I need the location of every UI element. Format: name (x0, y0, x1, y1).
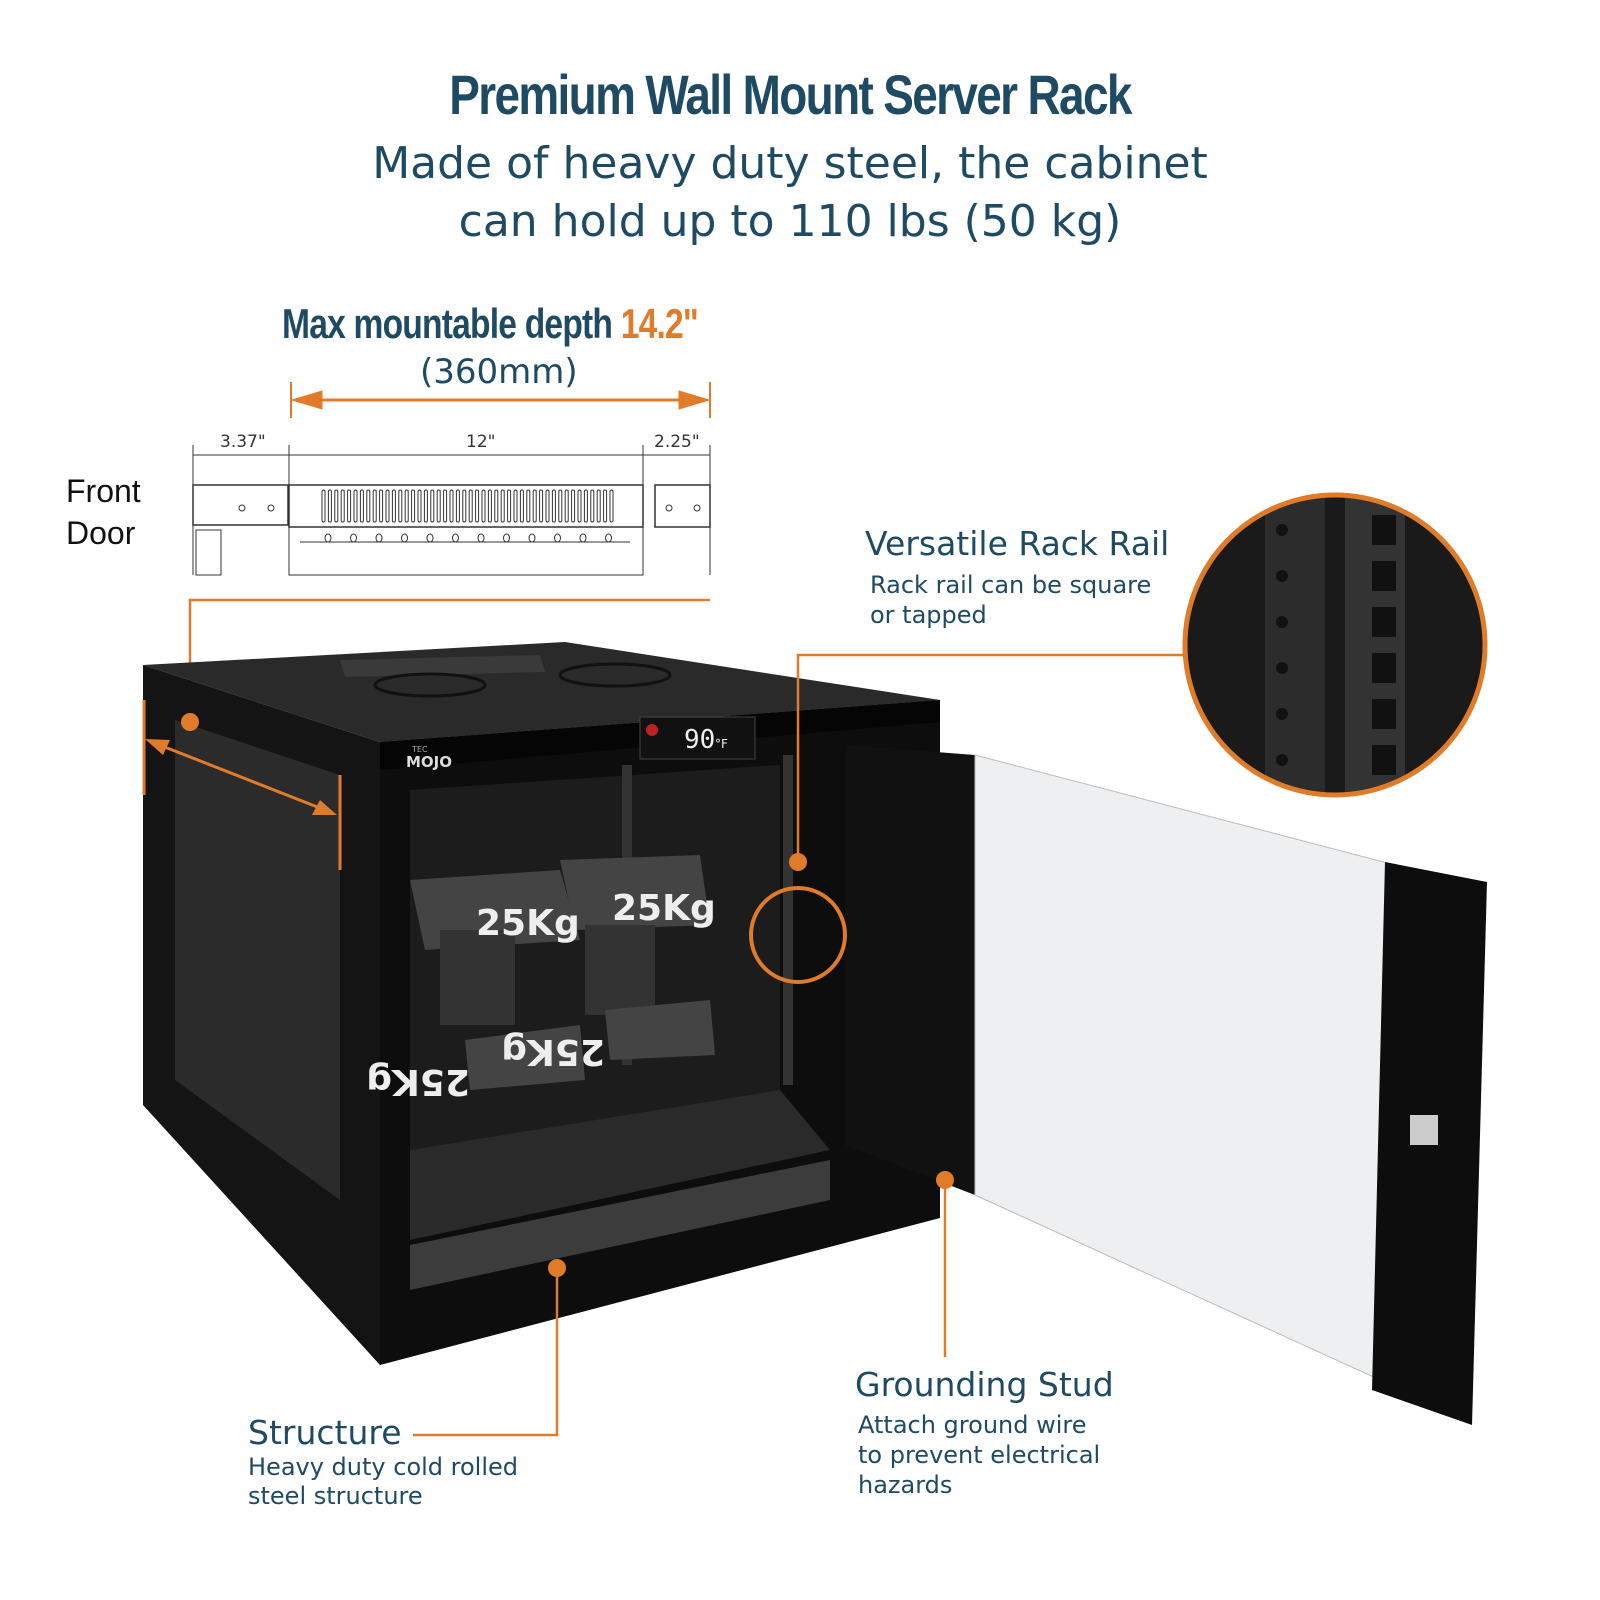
rail-callout-text-2: or tapped (870, 601, 987, 629)
rail-callout-title: Versatile Rack Rail (865, 524, 1170, 563)
weight-label: 25Kg (612, 888, 716, 929)
subtitle-line-2: can hold up to 110 lbs (50 kg) (458, 196, 1122, 247)
dim-middle: 12" (466, 432, 496, 452)
brand-top: TEC (411, 745, 428, 754)
dim-front: 3.37" (220, 432, 266, 452)
max-depth-metric: (360mm) (420, 352, 578, 392)
temperature-readout: 90 (684, 725, 715, 755)
ground-callout-text-3: hazards (858, 1471, 953, 1499)
weight-label: 25Kg (501, 1031, 605, 1072)
callout-dots (181, 713, 954, 1277)
weight-label: 25Kg (476, 903, 580, 944)
rail-callout-text-1: Rack rail can be square (870, 571, 1152, 599)
side-depth-arrow (142, 700, 342, 870)
ground-callout-text-2: to prevent electrical (858, 1441, 1101, 1469)
weight-label: 25Kg (366, 1061, 470, 1102)
temperature-unit: °F (715, 737, 728, 751)
subtitle-line-1: Made of heavy duty steel, the cabinet (372, 138, 1208, 189)
side-view-drawing (192, 445, 711, 576)
max-depth-value: 14.2" (620, 300, 699, 347)
structure-callout-title: Structure (248, 1413, 402, 1452)
brand-logo: MOJO (406, 753, 452, 771)
callout-lines (413, 653, 1183, 1437)
depth-arrow (290, 382, 711, 418)
front-door-line-1: Front (66, 473, 141, 509)
page-title: Premium Wall Mount Server Rack (449, 63, 1132, 126)
max-depth-label: Max mountable depth (282, 300, 613, 347)
rack-cabinet: 90 °F TEC MOJO 25Kg 25Kg 25Kg 25Kg (143, 642, 1487, 1425)
ground-callout-title: Grounding Stud (855, 1365, 1114, 1404)
front-door-line-2: Door (66, 515, 136, 551)
weights: 25Kg 25Kg 25Kg 25Kg (366, 855, 716, 1102)
structure-callout-text-1: Heavy duty cold rolled (248, 1453, 519, 1481)
dim-rear: 2.25" (654, 432, 700, 452)
ground-callout-text-1: Attach ground wire (858, 1411, 1087, 1439)
rack-rail-zoom-inset (1182, 492, 1488, 798)
max-depth-heading: Max mountable depth 14.2" (282, 300, 699, 348)
structure-callout-text-2: steel structure (248, 1482, 423, 1510)
